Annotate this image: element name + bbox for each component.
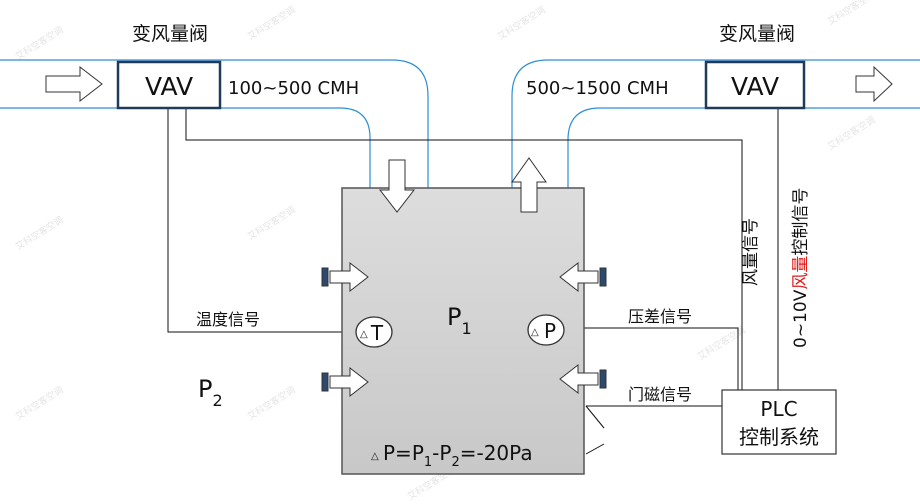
watermark: 艾科空客空调 — [245, 204, 297, 243]
delta-symbol: △ — [531, 327, 539, 338]
door-line — [585, 443, 605, 455]
leak-in-arrow-icon — [559, 363, 599, 395]
outside-pressure-p2: P2 — [198, 375, 223, 410]
plc-box — [721, 389, 837, 455]
vav-right-label: VAV — [731, 72, 779, 101]
sensor-p-label: P — [544, 319, 556, 343]
door-signal-label: 门磁信号 — [628, 385, 692, 404]
temp-signal-line — [167, 106, 356, 333]
plc-subtitle: 控制系统 — [739, 425, 819, 449]
vav-box-left — [116, 60, 222, 110]
vav-right-title: 变风量阀 — [719, 23, 795, 45]
pressure-formula: P=P1-P2=-20Pa — [383, 441, 533, 470]
wall-port — [599, 369, 607, 389]
airflow-signal-label: 风量信号 — [741, 218, 761, 286]
delta-symbol: △ — [371, 451, 379, 462]
watermark: 艾科空客空调 — [695, 324, 747, 363]
leak-in-arrow-icon — [329, 261, 369, 293]
watermark: 艾科空客空调 — [825, 114, 877, 153]
flow-range-left: 100~500 CMH — [228, 78, 359, 99]
pressure-signal-line — [564, 327, 739, 390]
leak-in-arrow-icon — [559, 261, 599, 293]
delta-symbol: △ — [360, 329, 368, 340]
wall-port — [599, 267, 607, 287]
flow-range-right: 500~1500 CMH — [526, 78, 669, 99]
airflow-signal-line — [185, 106, 743, 390]
exhaust-air-arrow-icon — [511, 157, 547, 213]
leakage-arrows — [321, 261, 607, 398]
temperature-sensor — [355, 316, 393, 348]
leak-in-arrow-icon — [329, 366, 369, 398]
signal-lines — [167, 106, 779, 455]
door-line — [585, 405, 605, 429]
pressure-sensor — [527, 314, 565, 346]
watermark: 艾科空客空调 — [825, 0, 877, 28]
sensor-t-label: T — [370, 321, 384, 345]
temp-signal-label: 温度信号 — [196, 310, 260, 329]
inlet-arrow-icon — [45, 65, 103, 103]
watermark: 艾科空客空调 — [13, 214, 65, 253]
control-signal-label: 0~10V风量控制信号 — [791, 188, 811, 348]
outlet-arrow-icon — [855, 65, 893, 103]
supply-air-arrow-icon — [378, 159, 416, 213]
watermark: 艾科空客空调 — [13, 24, 65, 63]
vav-box-right — [704, 60, 806, 110]
wall-port — [321, 372, 329, 392]
watermark: 艾科空客空调 — [245, 4, 297, 43]
plc-title: PLC — [760, 397, 797, 421]
watermark: 艾科空客空调 — [13, 384, 65, 423]
watermark: 艾科空客空调 — [245, 384, 297, 423]
watermark: 艾科空客空调 — [495, 4, 547, 43]
vav-left-label: VAV — [145, 72, 193, 101]
pressure-signal-label: 压差信号 — [628, 307, 692, 326]
supply-duct — [0, 59, 429, 188]
wall-port — [321, 267, 329, 287]
room-pressure-p1: P1 — [447, 303, 472, 338]
vav-left-title: 变风量阀 — [132, 23, 208, 45]
